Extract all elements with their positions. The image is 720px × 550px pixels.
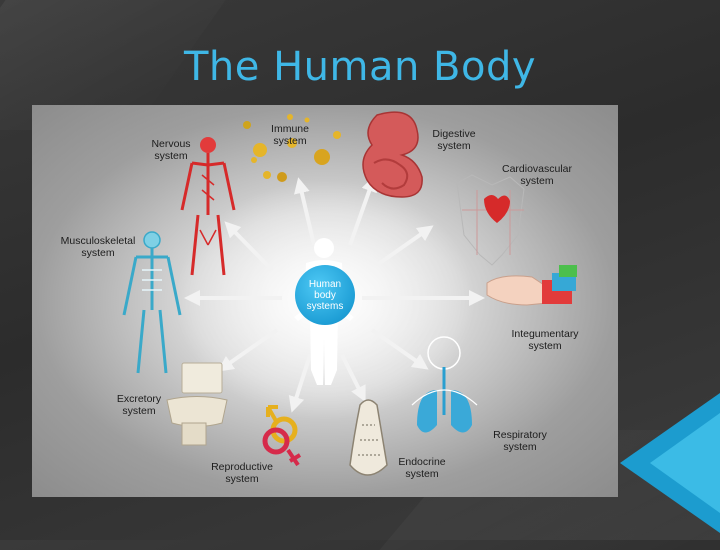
label-nervous-system: Nervous system xyxy=(151,138,191,162)
endocrine-system-icon xyxy=(349,399,388,476)
corner-decoration xyxy=(620,393,720,533)
arrow-reproductive xyxy=(288,354,312,413)
label-musculoskeletal-system: Musculoskeletal system xyxy=(60,235,136,259)
diagram-panel: Nervous system Immune system Digestive s… xyxy=(32,105,618,497)
label-excretory-system: Excretory system xyxy=(116,393,162,417)
integumentary-system-icon xyxy=(486,265,577,306)
arrow-excretory xyxy=(217,328,279,372)
arrow-nervous xyxy=(224,221,274,272)
slide-title: The Human Body xyxy=(183,44,537,90)
immune-system-icon xyxy=(243,114,341,182)
arrow-digestive xyxy=(348,175,377,246)
nervous-system-icon xyxy=(180,137,236,276)
arrow-respiratory xyxy=(370,328,429,370)
excretory-system-icon xyxy=(166,362,228,446)
arrow-immune xyxy=(294,177,316,246)
arrow-endocrine xyxy=(340,354,366,403)
arrows xyxy=(184,175,485,413)
reproductive-system-icon xyxy=(262,405,302,467)
label-immune-system: Immune system xyxy=(271,123,309,147)
label-endocrine-system: Endocrine system xyxy=(398,456,446,480)
arrow-cardiovascular xyxy=(375,225,434,267)
respiratory-system-icon xyxy=(411,336,478,433)
label-cardiovascular-system: Cardiovascular system xyxy=(501,163,573,187)
label-respiratory-system: Respiratory system xyxy=(493,429,547,453)
label-reproductive-system: Reproductive system xyxy=(211,461,273,485)
label-digestive-system: Digestive system xyxy=(432,128,476,152)
center-hub-label: Human body systems xyxy=(306,278,344,312)
musculoskeletal-system-icon xyxy=(122,231,182,374)
center-hub: Human body systems xyxy=(295,265,355,325)
label-integumentary-system: Integumentary system xyxy=(511,328,579,352)
digestive-system-icon xyxy=(362,111,423,198)
cardiovascular-system-icon xyxy=(456,174,525,266)
